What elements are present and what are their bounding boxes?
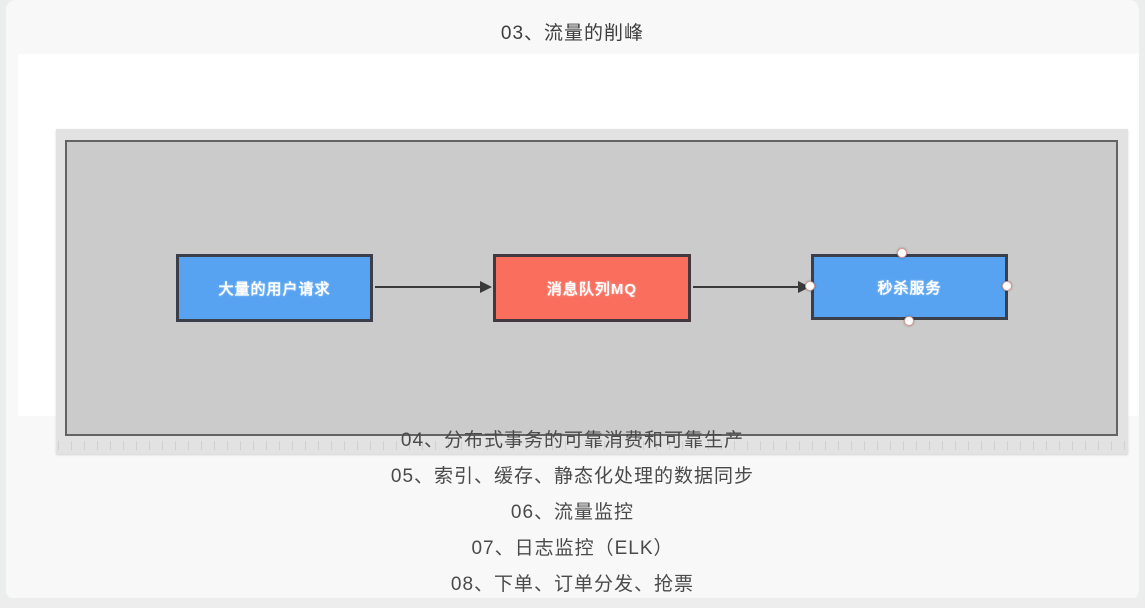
outline-list: 04、分布式事务的可靠消费和可靠生产 05、索引、缓存、静态化处理的数据同步 0… — [6, 423, 1139, 603]
node-user-requests[interactable]: 大量的用户请求 — [176, 254, 373, 322]
selection-handle-top[interactable] — [897, 248, 907, 258]
outline-item: 08、下单、订单分发、抢票 — [450, 574, 695, 595]
node-label: 秒杀服务 — [877, 279, 942, 297]
page-title: 03、流量的削峰 — [500, 23, 645, 44]
connector-user-to-mq[interactable] — [375, 286, 481, 288]
slide-card: 03、流量的削峰 大量的用户请求 消息队列MQ 秒杀服务 — [6, 0, 1139, 600]
node-label: 消息队列MQ — [546, 280, 638, 298]
node-message-queue[interactable]: 消息队列MQ — [493, 254, 691, 322]
connector-mq-to-seckill[interactable] — [693, 286, 799, 288]
outline-item: 06、流量监控 — [510, 502, 635, 523]
outline-item: 05、索引、缓存、静态化处理的数据同步 — [390, 466, 755, 487]
outline-item: 04、分布式事务的可靠消费和可靠生产 — [400, 430, 745, 451]
node-label: 大量的用户请求 — [218, 280, 331, 298]
selection-handle-bottom[interactable] — [904, 316, 914, 326]
outline-item: 07、日志监控（ELK） — [471, 538, 674, 559]
node-seckill-service[interactable]: 秒杀服务 — [811, 254, 1008, 320]
diagram-slide: 大量的用户请求 消息队列MQ 秒杀服务 — [18, 54, 1139, 454]
bottom-edge — [0, 598, 1145, 608]
ruler-ticks — [58, 441, 1126, 450]
selection-handle-left[interactable] — [805, 281, 815, 291]
arrowhead-icon — [480, 281, 492, 293]
selection-handle-right[interactable] — [1002, 281, 1012, 291]
